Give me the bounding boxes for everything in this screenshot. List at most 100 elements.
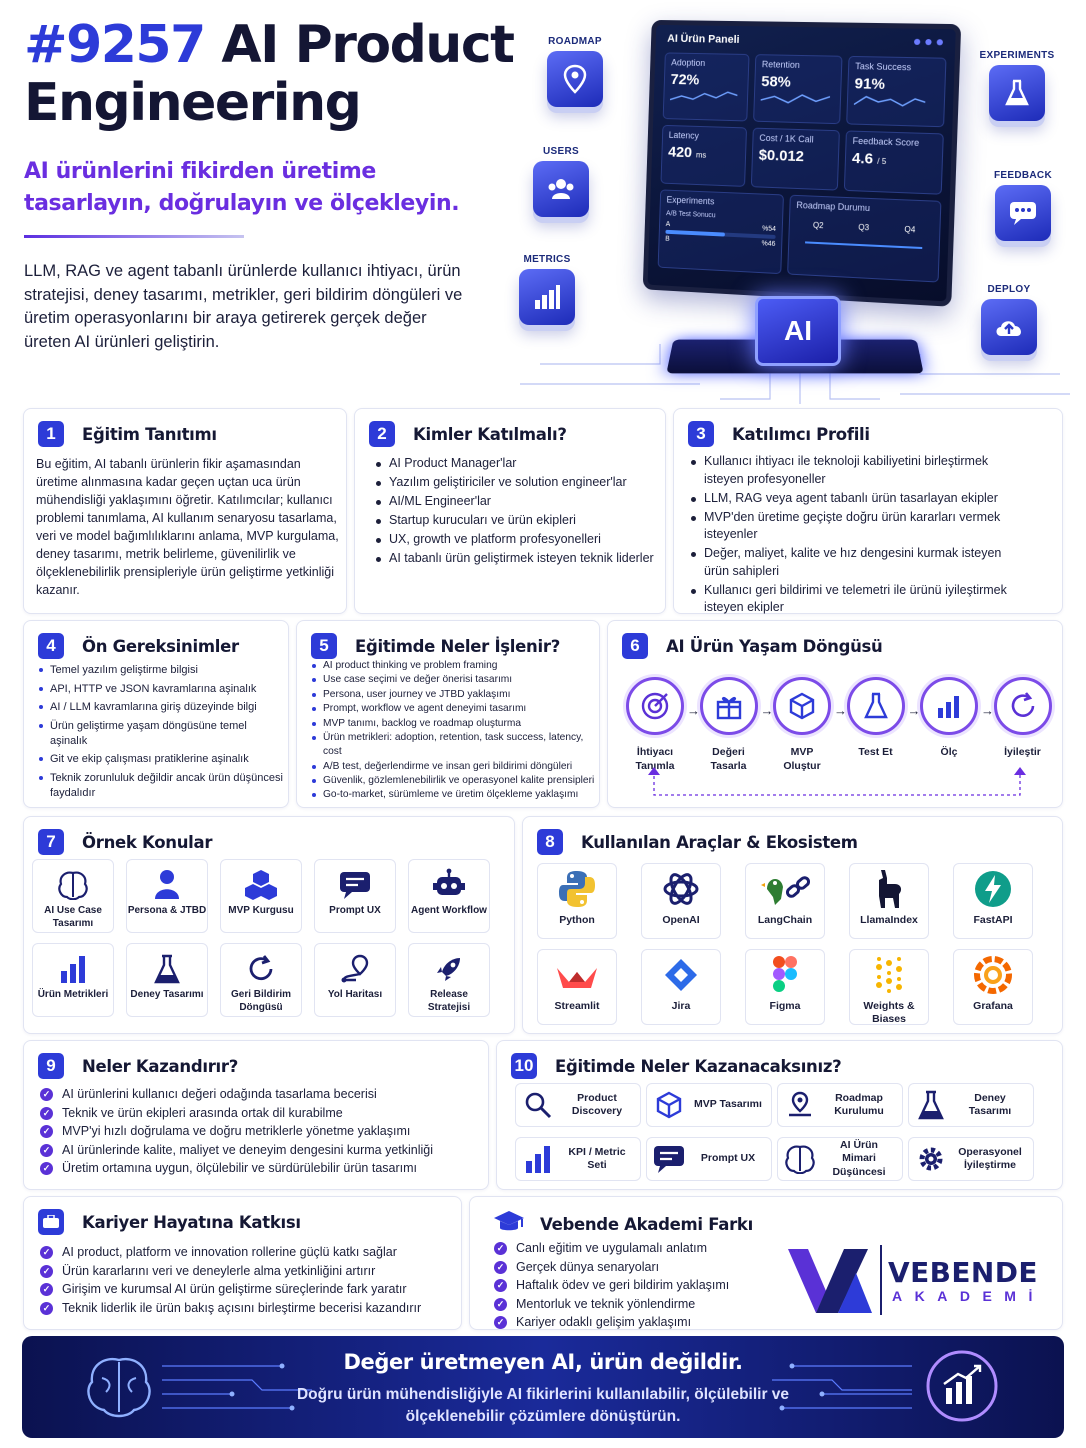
gain-tile: Roadmap Kurulumu	[777, 1083, 903, 1127]
sparkline	[854, 92, 926, 110]
section-badge: 2	[369, 421, 395, 447]
variant-a: A	[666, 221, 671, 228]
section-badge: 6	[622, 633, 648, 659]
footer-banner: Değer üretmeyen AI, ürün değildir. Doğru…	[22, 1336, 1064, 1438]
tile-label: Experiments	[666, 195, 776, 210]
list-item: A/B test, değerlendirme ve insan geri bi…	[309, 760, 595, 774]
section-badge: 4	[38, 633, 64, 659]
section-title: Kariyer Hayatına Katkısı	[82, 1213, 301, 1232]
side-label: EXPERIMENTS	[972, 50, 1062, 61]
chat-bubble-icon	[995, 185, 1051, 241]
cubes-icon	[221, 860, 301, 900]
tile-adoption: Adoption72%	[663, 52, 750, 121]
tool-label: Grafana	[954, 1000, 1032, 1013]
tile-label: Roadmap Durumu	[796, 200, 934, 216]
topic-tile: Yol Haritası	[314, 943, 396, 1017]
topic-tile: Persona & JTBD	[126, 859, 208, 933]
python-icon	[538, 864, 616, 914]
quarter-label: Q2	[813, 221, 824, 231]
list-item: Ürün geliştirme yaşam döngüsüne temel aş…	[36, 719, 286, 749]
section-topics-covered: 5Eğitimde Neler İşlenir? AI product thin…	[296, 620, 600, 808]
tool-label: Weights & Biases	[850, 1000, 928, 1026]
tool-tile: Grafana	[953, 949, 1033, 1025]
figma-icon	[746, 950, 824, 1000]
list-item: AI Product Manager'lar	[373, 455, 659, 473]
tile-task-success: Task Success91%	[846, 56, 946, 127]
tool-tile: Figma	[745, 949, 825, 1025]
tile-sub: A/B Test Sonucu	[666, 210, 776, 222]
list-item: Use case seçimi ve değer önerisi tasarım…	[309, 673, 595, 687]
loop-back-arrow	[648, 767, 1028, 801]
list-item: Kullanıcı geri bildirimi ve telemetri il…	[688, 582, 1008, 617]
tile-retention: Retention58%	[753, 54, 842, 124]
llama-icon	[850, 864, 928, 914]
side-label: ROADMAP	[530, 36, 620, 47]
list-item: Ürün kararlarını veri ve deneylerle alma…	[38, 1262, 458, 1281]
gain-label: Prompt UX	[691, 1152, 771, 1166]
tool-tile: Python	[537, 863, 617, 939]
list-item: Değer, maliyet, kalite ve hız dengesini …	[688, 545, 1008, 580]
list-item: MVP tanımı, backlog ve roadmap oluşturma	[309, 717, 595, 731]
gear-icon	[909, 1145, 953, 1173]
quarter-label: Q4	[904, 225, 915, 235]
side-metrics: METRICS	[502, 254, 592, 325]
gain-tile: AI Ürün Mimari Düşüncesi	[777, 1137, 903, 1181]
bars-icon	[516, 1144, 560, 1174]
list-item: Üretim ortamına uygun, ölçülebilir ve sü…	[38, 1159, 484, 1178]
section-what-you-gain: 10Eğitimde Neler Kazanacaksınız? Product…	[496, 1040, 1063, 1190]
jira-icon	[642, 950, 720, 1000]
tool-label: Python	[538, 914, 616, 927]
quarter-label: Q3	[858, 223, 869, 233]
tool-tile: OpenAI	[641, 863, 721, 939]
sparkline	[670, 88, 738, 105]
list-item: Teknik zorunluluk değildir ancak ürün dü…	[36, 771, 286, 801]
section-tools-ecosystem: 8Kullanılan Araçlar & Ekosistem PythonOp…	[522, 816, 1063, 1034]
logo-sub: AKADEMİ	[892, 1288, 1045, 1304]
topic-tile: AI Use Case Tasarımı	[32, 859, 114, 933]
variant-b-pct: %46	[761, 240, 775, 248]
list-item: Startup kurucuları ve ürün ekipleri	[373, 512, 659, 530]
topic-label: Persona & JTBD	[127, 904, 207, 917]
list-item: Kariyer odaklı gelişim yaklaşımı	[492, 1313, 792, 1332]
list-item: Gerçek dünya senaryoları	[492, 1258, 792, 1277]
section-title: AI Ürün Yaşam Döngüsü	[666, 637, 883, 656]
cycle-icon	[221, 944, 301, 984]
lifecycle-step: Test Et	[845, 677, 907, 759]
topic-label: Geri Bildirim Döngüsü	[221, 988, 301, 1014]
benefit-list: AI ürünlerini kullanıcı değeri odağında …	[38, 1085, 484, 1178]
tool-label: Jira	[642, 1000, 720, 1013]
list-item: AI product, platform ve innovation rolle…	[38, 1243, 458, 1262]
cloud-upload-icon	[981, 299, 1037, 355]
list-item: Git ve ekip çalışması pratiklerine aşina…	[36, 752, 286, 767]
section-sample-topics: 7Örnek Konular AI Use Case TasarımıPerso…	[23, 816, 515, 1034]
section-badge: 3	[688, 421, 714, 447]
hero-illustration: ROADMAP USERS METRICS EXPERIMENTS FEEDBA…	[500, 14, 1080, 404]
lifecycle-step-label: İyileştir	[992, 745, 1054, 759]
prerequisite-list: Temel yazılım geliştirme bilgisiAPI, HTT…	[36, 663, 286, 805]
tile-value: 4.6	[852, 150, 874, 168]
chat-icon	[647, 1144, 691, 1174]
variant-b: B	[665, 236, 670, 243]
title-part: AI Product	[205, 15, 514, 75]
section-badge: 1	[38, 421, 64, 447]
list-item: Ürün metrikleri: adoption, retention, ta…	[309, 731, 595, 758]
topic-label: Prompt UX	[315, 904, 395, 917]
section-badge: 7	[38, 829, 64, 855]
brain-icon	[778, 1144, 822, 1174]
tile-value: $0.012	[758, 147, 832, 167]
list-item: AI/ML Engineer'lar	[373, 493, 659, 511]
variant-a-pct: %54	[762, 225, 776, 233]
section-title: Eğitimde Neler İşlenir?	[355, 637, 560, 656]
topic-label: Yol Haritası	[315, 988, 395, 1001]
side-experiments: EXPERIMENTS	[972, 50, 1062, 121]
search-icon	[516, 1091, 560, 1119]
gain-tile: Deney Tasarımı	[908, 1083, 1034, 1127]
bar-chart-icon	[519, 269, 575, 325]
tool-tile: Weights & Biases	[849, 949, 929, 1025]
users-icon	[533, 161, 589, 217]
tile-unit: ms	[696, 150, 707, 159]
fastapi-icon	[954, 864, 1032, 914]
tool-tile: FastAPI	[953, 863, 1033, 939]
tile-value: 420	[668, 144, 692, 162]
section-who-should-attend: 2Kimler Katılmalı? AI Product Manager'la…	[354, 408, 666, 614]
